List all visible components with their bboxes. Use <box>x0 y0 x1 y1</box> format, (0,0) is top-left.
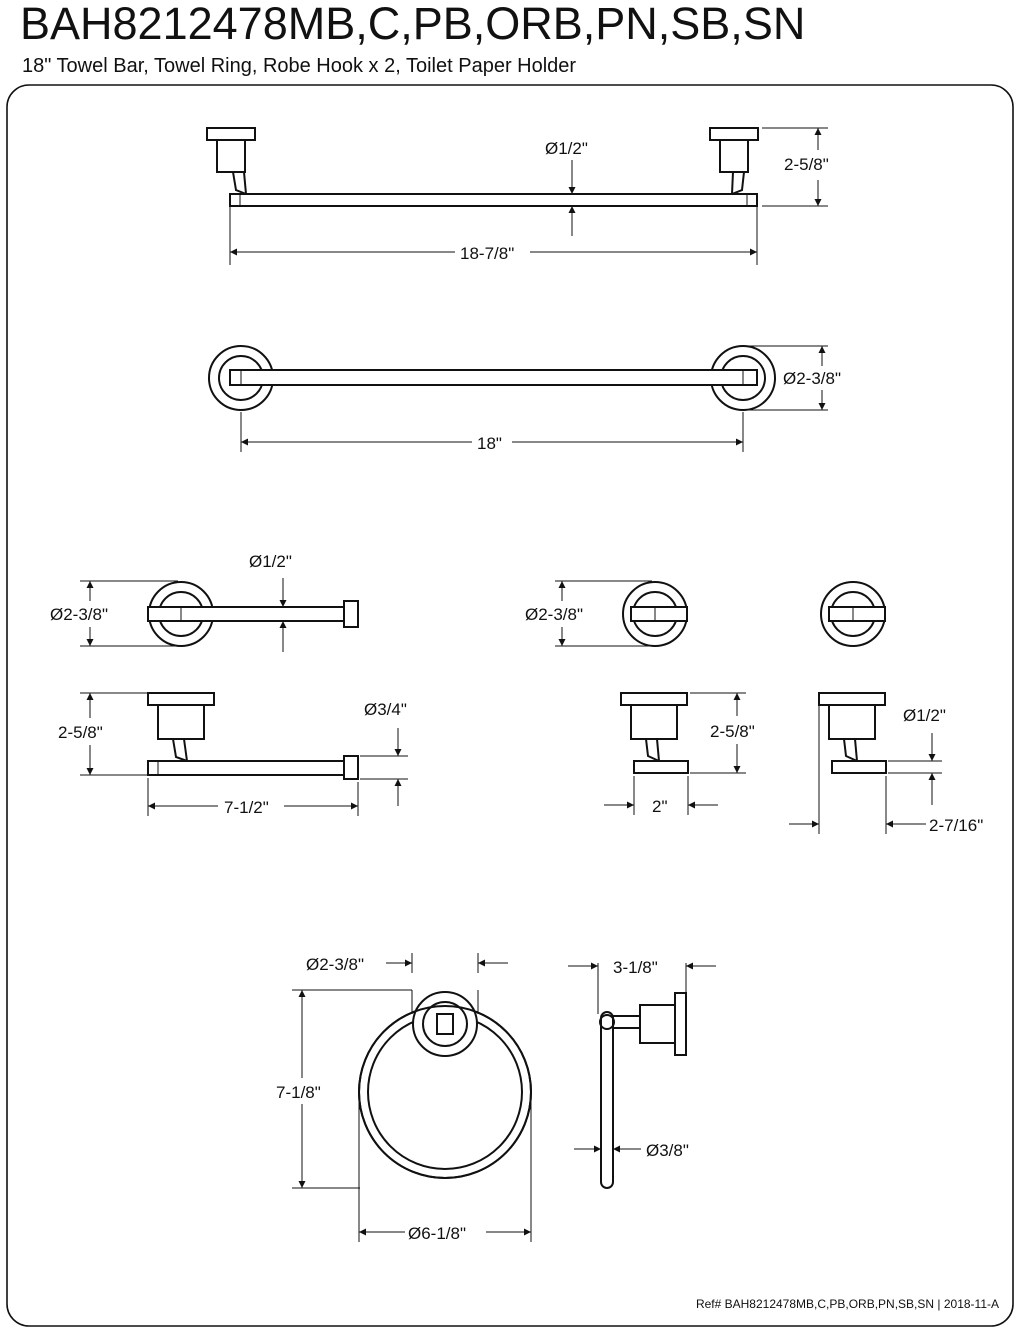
drawing-title: BAH8212478MB,C,PB,ORB,PN,SB,SN <box>20 0 806 49</box>
robe-hook-flange-label: Ø2-3/8" <box>525 605 583 624</box>
towel-ring-height-label: 7-1/8" <box>276 1083 321 1102</box>
drawing-subtitle: 18" Towel Bar, Towel Ring, Robe Hook x 2… <box>22 55 577 77</box>
towel-ring-projection-label: 3-1/8" <box>613 958 658 977</box>
towel-ring-flange-label: Ø2-3/8" <box>306 955 364 974</box>
paper-holder-end-diameter-label: Ø3/4" <box>364 700 407 719</box>
robe-hook-side-view <box>620 692 689 774</box>
towel-bar-flange-label: Ø2-3/8" <box>783 369 841 388</box>
towel-bar-side-view <box>206 127 759 207</box>
robe-hook-front-view <box>622 581 688 647</box>
towel-ring-rod-diameter-label: Ø3/8" <box>646 1141 689 1160</box>
reference-note: Ref# BAH8212478MB,C,PB,ORB,PN,SB,SN | 20… <box>696 1297 999 1311</box>
paper-holder-side-view <box>147 692 359 780</box>
towel-ring-diameter-label: Ø6-1/8" <box>408 1224 466 1243</box>
towel-bar-projection-label: 2-5/8" <box>784 155 829 174</box>
paper-holder-front-view <box>147 581 359 647</box>
paper-holder-flange-label: Ø2-3/8" <box>50 605 108 624</box>
robe-hook-depth-label: 2-7/16" <box>929 816 983 835</box>
paper-holder-length-label: 7-1/2" <box>224 798 269 817</box>
robe-hook-side-view-alt <box>818 692 887 774</box>
towel-bar-diameter-label: Ø1/2" <box>545 139 588 158</box>
towel-ring-side-view <box>599 992 687 1189</box>
paper-holder-bar-diameter-label: Ø1/2" <box>249 552 292 571</box>
robe-hook-front-view-alt <box>820 581 886 647</box>
drawing-frame <box>6 84 1014 1327</box>
robe-hook-projection-label: 2-5/8" <box>710 722 755 741</box>
towel-bar-length-label: 18-7/8" <box>460 244 514 263</box>
robe-hook-width-label: 2" <box>652 797 668 816</box>
towel-ring-front-view <box>358 991 532 1179</box>
towel-bar-center-label: 18" <box>477 434 502 453</box>
robe-hook-diameter-label: Ø1/2" <box>903 706 946 725</box>
towel-bar-front-view <box>208 345 776 411</box>
paper-holder-projection-label: 2-5/8" <box>58 723 103 742</box>
